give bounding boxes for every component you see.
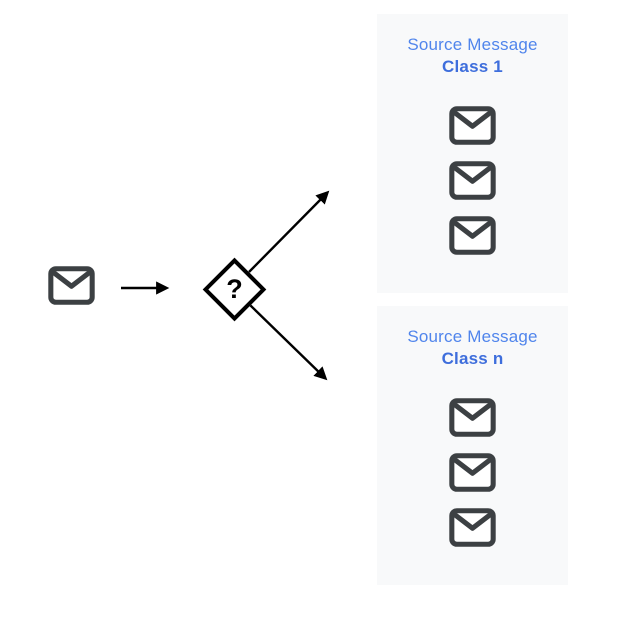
- branch-up-arrow: [248, 190, 330, 273]
- panel-title: Source Message: [407, 35, 538, 54]
- incoming-email-icon: [43, 266, 99, 312]
- email-icon: [449, 508, 496, 547]
- email-icon: [449, 106, 496, 145]
- panel-class-label: Class n: [441, 349, 504, 368]
- email-icon: [47, 266, 95, 305]
- panel-title: Source Message: [407, 327, 538, 346]
- email-icon: [449, 161, 496, 200]
- message-stack: [377, 398, 568, 547]
- class-n-panel: Source Message Class n: [377, 306, 568, 585]
- email-icon: [449, 453, 496, 492]
- message-stack: [377, 106, 568, 255]
- branch-down-arrow: [249, 304, 328, 381]
- question-mark: ?: [226, 274, 243, 304]
- email-icon: [449, 398, 496, 437]
- email-icon: [449, 216, 496, 255]
- class-1-panel: Source Message Class 1: [377, 14, 568, 293]
- panel-class-label: Class 1: [442, 57, 503, 76]
